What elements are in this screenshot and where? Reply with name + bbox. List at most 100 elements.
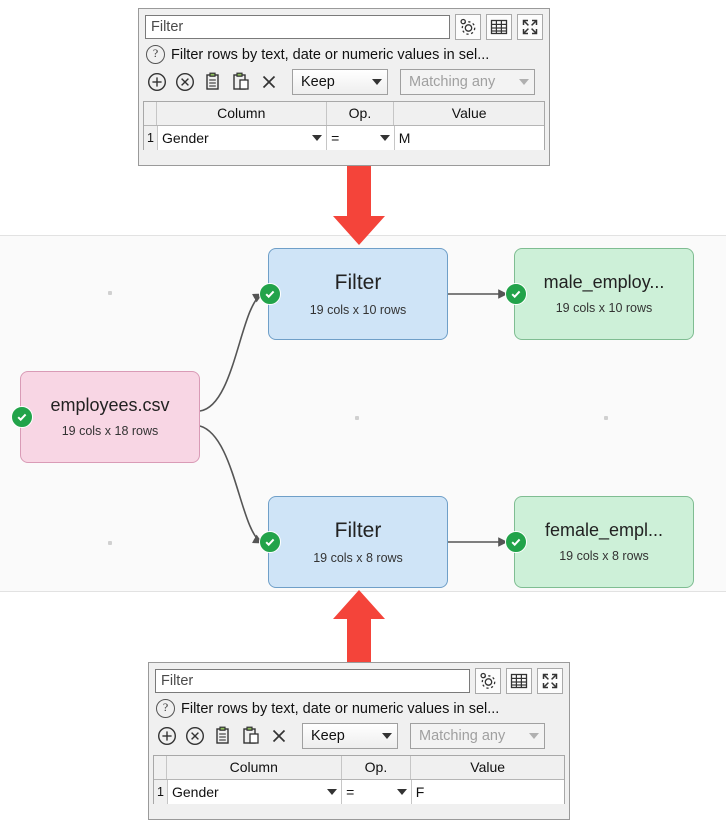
matching-combo-label: Matching any (409, 74, 496, 90)
copy-icon[interactable] (202, 71, 224, 93)
filter-panel-bottom[interactable]: Filter (148, 662, 570, 820)
cell-column[interactable]: Gender (158, 126, 328, 150)
gear-icon[interactable] (455, 14, 481, 40)
column-header-column[interactable]: Column (167, 756, 342, 779)
rownum-header (144, 102, 157, 125)
chevron-down-icon (382, 733, 392, 739)
expand-icon[interactable] (537, 668, 563, 694)
copy-icon[interactable] (212, 725, 234, 747)
column-header-op[interactable]: Op. (327, 102, 395, 125)
paste-icon[interactable] (230, 71, 252, 93)
gear-icon[interactable] (475, 668, 501, 694)
panel-description-row: ? Filter rows by text, date or numeric v… (153, 697, 565, 722)
flow-canvas[interactable]: employees.csv 19 cols x 18 rows Filter 1… (0, 235, 726, 592)
remove-circle-icon[interactable] (184, 725, 206, 747)
matching-combo[interactable]: Matching any (410, 723, 545, 749)
node-subtitle: 19 cols x 8 rows (313, 550, 403, 565)
chevron-down-icon (372, 79, 382, 85)
panel-action-toolbar-top: Keep Matching any (143, 68, 545, 99)
table-header-row: Column Op. Value (154, 756, 564, 780)
filter-name-input[interactable]: Filter (145, 15, 450, 39)
chevron-down-icon (396, 789, 407, 795)
node-female-employees[interactable]: female_empl... 19 cols x 8 rows (505, 496, 694, 588)
filter-criteria-table-bottom[interactable]: Column Op. Value 1 Gender = F (153, 755, 565, 804)
paste-icon[interactable] (240, 725, 262, 747)
node-subtitle: 19 cols x 18 rows (61, 423, 159, 438)
connection-edges (199, 289, 508, 547)
canvas-grid-dot (604, 416, 608, 420)
node-title: Filter (334, 519, 382, 543)
filter-panel-top[interactable]: Filter (138, 8, 550, 166)
panel-description-text: Filter rows by text, date or numeric val… (171, 46, 490, 63)
column-header-op[interactable]: Op. (342, 756, 412, 779)
column-header-column[interactable]: Column (157, 102, 327, 125)
node-subtitle: 19 cols x 10 rows (555, 300, 653, 315)
row-number: 1 (144, 126, 158, 150)
canvas-grid-dot (108, 291, 112, 295)
canvas-grid-dot (108, 541, 112, 545)
cell-op-value: = (331, 130, 340, 146)
chevron-down-icon (327, 789, 338, 795)
keep-combo-label: Keep (311, 728, 345, 744)
help-icon[interactable]: ? (156, 699, 175, 718)
node-title: employees.csv (50, 395, 170, 416)
cell-value-text: F (415, 784, 425, 800)
table-row[interactable]: 1 Gender = M (144, 126, 544, 150)
status-ok-icon (505, 531, 527, 553)
column-header-value[interactable]: Value (451, 105, 487, 121)
cell-op[interactable]: = (342, 780, 412, 804)
filter-criteria-table-top[interactable]: Column Op. Value 1 Gender = M (143, 101, 545, 150)
chevron-down-icon (379, 135, 390, 141)
matching-combo[interactable]: Matching any (400, 69, 535, 95)
close-x-icon[interactable] (258, 71, 280, 93)
cell-op-value: = (346, 784, 355, 800)
status-ok-icon (505, 283, 527, 305)
row-number: 1 (154, 780, 168, 804)
status-ok-icon (11, 406, 33, 428)
cell-column[interactable]: Gender (168, 780, 343, 804)
cell-column-value: Gender (162, 130, 209, 146)
rownum-header (154, 756, 167, 779)
filter-name-input[interactable]: Filter (155, 669, 470, 693)
node-title: Filter (334, 271, 382, 295)
panel-toolbar-bottom: Filter (153, 666, 565, 697)
add-circle-icon[interactable] (146, 71, 168, 93)
expand-icon[interactable] (517, 14, 543, 40)
cell-value[interactable]: F (411, 780, 564, 804)
matching-combo-label: Matching any (419, 728, 506, 744)
status-ok-icon (259, 531, 281, 553)
node-filter-top[interactable]: Filter 19 cols x 10 rows (259, 248, 448, 340)
chevron-down-icon (519, 79, 529, 85)
table-header-row: Column Op. Value (144, 102, 544, 126)
node-male-employees[interactable]: male_employ... 19 cols x 10 rows (505, 248, 694, 340)
canvas-grid-dot (355, 416, 359, 420)
panel-action-toolbar-bottom: Keep Matching any (153, 722, 565, 753)
cell-column-value: Gender (172, 784, 219, 800)
close-x-icon[interactable] (268, 725, 290, 747)
panel-description-text: Filter rows by text, date or numeric val… (181, 700, 500, 717)
chevron-down-icon (529, 733, 539, 739)
cell-value-text: M (398, 130, 411, 146)
help-icon[interactable]: ? (146, 45, 165, 64)
table-row[interactable]: 1 Gender = F (154, 780, 564, 804)
annotation-arrow-up (333, 590, 385, 669)
node-title: male_employ... (543, 272, 665, 293)
node-subtitle: 19 cols x 10 rows (309, 302, 407, 317)
remove-circle-icon[interactable] (174, 71, 196, 93)
panel-toolbar-top: Filter (143, 12, 545, 43)
chevron-down-icon (312, 135, 323, 141)
table-icon[interactable] (486, 14, 512, 40)
keep-discard-combo[interactable]: Keep (292, 69, 388, 95)
cell-op[interactable]: = (327, 126, 395, 150)
keep-combo-label: Keep (301, 74, 335, 90)
table-icon[interactable] (506, 668, 532, 694)
node-title: female_empl... (544, 520, 664, 541)
column-header-value[interactable]: Value (470, 759, 506, 775)
node-subtitle: 19 cols x 8 rows (559, 548, 649, 563)
node-filter-bottom[interactable]: Filter 19 cols x 8 rows (259, 496, 448, 588)
add-circle-icon[interactable] (156, 725, 178, 747)
status-ok-icon (259, 283, 281, 305)
keep-discard-combo[interactable]: Keep (302, 723, 398, 749)
cell-value[interactable]: M (394, 126, 544, 150)
node-employees-csv[interactable]: employees.csv 19 cols x 18 rows (11, 371, 200, 463)
